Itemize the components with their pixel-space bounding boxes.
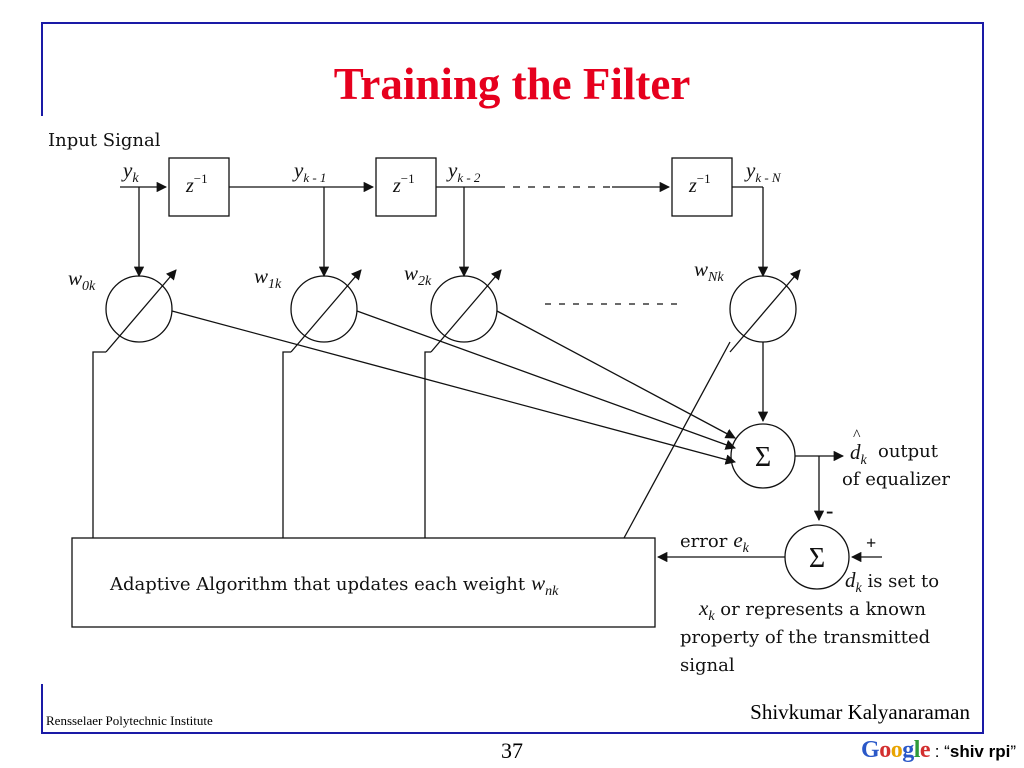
delay-box-1 xyxy=(168,157,230,217)
feedback-0 xyxy=(92,351,106,538)
weight-out-2 xyxy=(496,310,736,439)
weight-adjust-2 xyxy=(430,269,502,353)
delay-label-1: z−1 xyxy=(185,171,208,197)
plus-sign: + xyxy=(866,533,876,553)
author-label: Shivkumar Kalyanaraman xyxy=(750,700,970,724)
output-estimate-symbol: dk xyxy=(850,440,868,468)
desired-line2: xk or represents a known xyxy=(698,596,926,624)
google-query: shiv rpi xyxy=(949,742,1011,761)
weight-label-n: wNk xyxy=(694,257,724,285)
output-label-line2: of equalizer xyxy=(842,469,950,490)
google-search-tag: Google : “shiv rpi” xyxy=(861,737,1016,764)
weight-adjust-n xyxy=(729,269,801,353)
institution-label: Rensselaer Polytechnic Institute xyxy=(46,713,213,728)
weight-label-1: w1k xyxy=(254,264,282,292)
feedback-1 xyxy=(282,351,291,538)
adaptive-algorithm-box xyxy=(71,537,656,628)
summer-error-symbol: Σ xyxy=(809,543,825,574)
google-logo: Google xyxy=(861,737,931,763)
tap-signal-label-1: yk - 1 xyxy=(292,158,326,185)
weight-out-0 xyxy=(171,310,737,465)
frame-gap xyxy=(36,116,48,684)
google-separator: : “ xyxy=(930,742,950,761)
adaptive-algorithm-label: Adaptive Algorithm that updates each wei… xyxy=(109,571,559,599)
tap-signal-label-n: yk - N xyxy=(744,158,782,185)
weight-circle-0 xyxy=(105,275,173,343)
weight-adjust-0 xyxy=(105,269,177,353)
desired-line3: property of the transmitted xyxy=(680,627,930,648)
google-close-quote: ” xyxy=(1010,742,1016,761)
slide-title: Training the Filter xyxy=(333,59,691,109)
desired-line4: signal xyxy=(680,655,735,676)
weight-out-1 xyxy=(356,310,736,450)
weight-adjust-1 xyxy=(290,269,362,353)
output-hat: ^ xyxy=(853,427,861,444)
desired-line1: dk is set to xyxy=(845,568,939,596)
feedback-2 xyxy=(424,351,431,538)
minus-sign: - xyxy=(826,498,833,523)
weight-label-0: w0k xyxy=(68,266,96,294)
weight-label-2: w2k xyxy=(404,261,432,289)
summer-output-symbol: Σ xyxy=(755,442,771,473)
feedback-n xyxy=(623,341,731,539)
delay-box-3 xyxy=(671,157,733,217)
weight-circle-2 xyxy=(430,275,498,343)
page-number: 37 xyxy=(501,738,523,763)
weight-circle-1 xyxy=(290,275,358,343)
output-label-line1: output xyxy=(878,441,939,462)
delay-box-2 xyxy=(375,157,437,217)
input-signal-label: Input Signal xyxy=(48,130,161,151)
delay-label-2: z−1 xyxy=(392,171,415,197)
delay-label-3: z−1 xyxy=(688,171,711,197)
tap-signal-label-2: yk - 2 xyxy=(446,158,481,185)
adaptive-equalizer-diagram: Input Signal z−1 z−1 z−1 yk yk - 1 yk - … xyxy=(48,130,950,676)
tap-signal-label-0: yk xyxy=(121,158,139,186)
